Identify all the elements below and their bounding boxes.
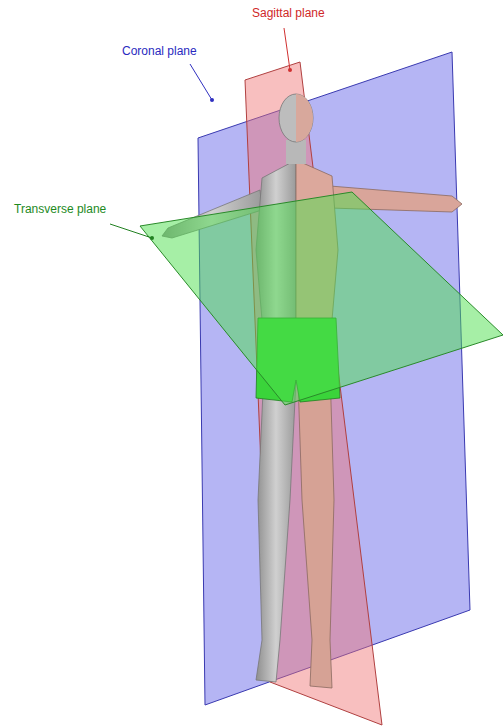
leader-dot xyxy=(150,236,154,240)
leader-dot xyxy=(210,98,214,102)
leader-line xyxy=(110,224,152,238)
leader-line xyxy=(190,64,212,100)
plane-label: Coronal plane xyxy=(122,44,197,58)
plane-label: Transverse plane xyxy=(14,202,106,216)
plane-label: Sagittal plane xyxy=(252,6,325,20)
leader-line xyxy=(284,28,290,70)
leader-dot xyxy=(288,68,292,72)
transverse-plane xyxy=(140,192,503,405)
